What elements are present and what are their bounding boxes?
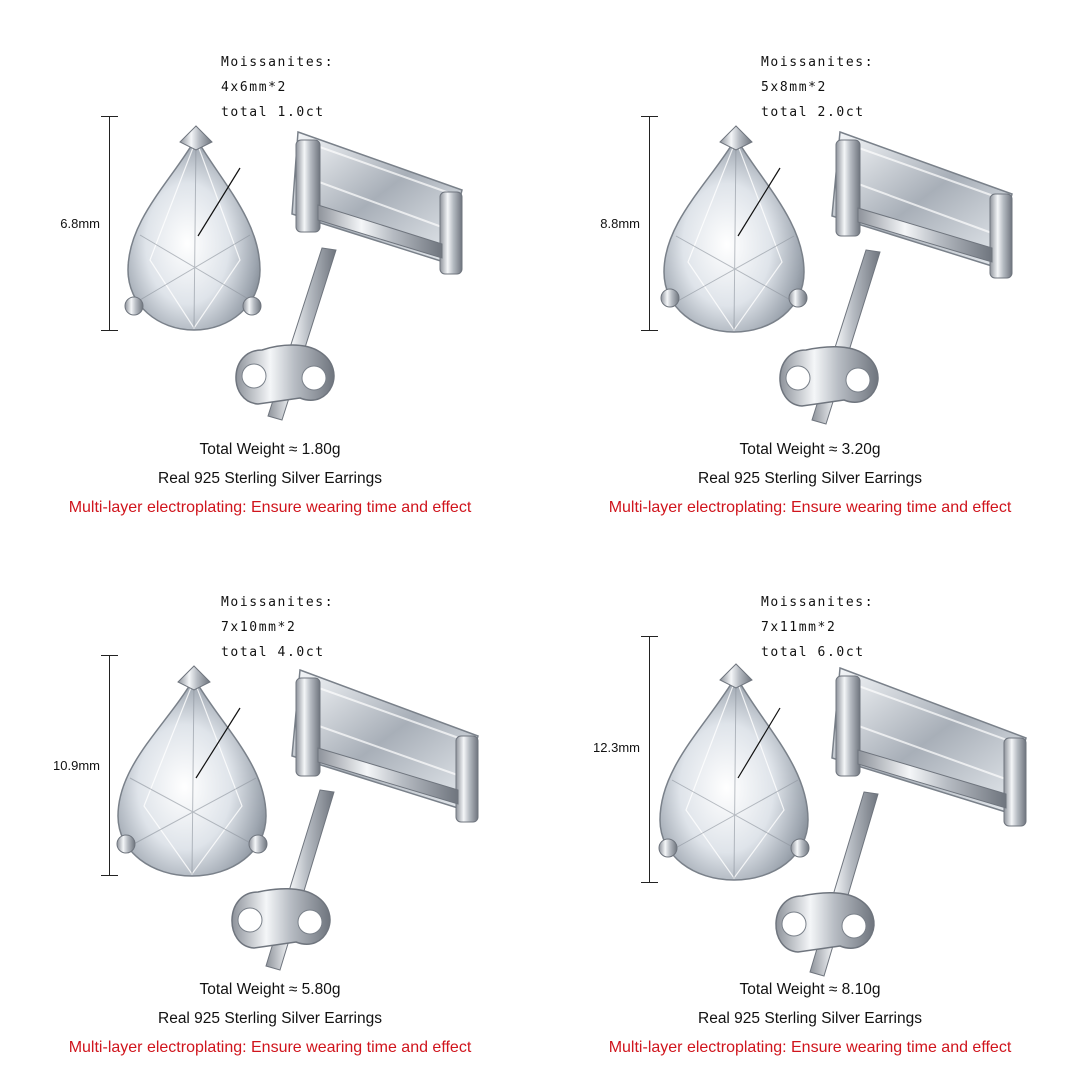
pear-diamond-icon bbox=[116, 665, 268, 877]
product-panel-4: Moissanites: 7x11mm*2 total 6.0ct 12.3mm bbox=[540, 540, 1080, 1080]
spec-total: total 4.0ct bbox=[221, 645, 325, 660]
material-text: Real 925 Sterling Silver Earrings bbox=[158, 1010, 382, 1027]
spec-size: 5x8mm*2 bbox=[761, 80, 827, 95]
stone-spec: Moissanites: 4x6mm*2 total 1.0ct bbox=[221, 50, 334, 125]
dimension-line bbox=[649, 116, 650, 330]
dimension-line bbox=[109, 116, 110, 330]
pear-diamond-icon bbox=[658, 663, 810, 881]
stone-spec: Moissanites: 7x10mm*2 total 4.0ct bbox=[221, 590, 334, 665]
stud-earring-icon bbox=[775, 666, 1027, 977]
total-weight: Total Weight ≈ 5.80g bbox=[199, 981, 341, 998]
earring-illustration bbox=[658, 663, 1027, 977]
product-panel-2: Moissanites: 5x8mm*2 total 2.0ct 8.8mm bbox=[540, 0, 1080, 540]
plating-note: Multi-layer electroplating: Ensure weari… bbox=[68, 499, 472, 516]
dimension-label: 6.8mm bbox=[60, 216, 100, 231]
callout-line bbox=[737, 707, 781, 779]
spec-title: Moissanites: bbox=[761, 55, 875, 70]
dimension-line bbox=[109, 655, 110, 875]
dimension-label: 12.3mm bbox=[593, 740, 640, 755]
total-weight: Total Weight ≈ 8.10g bbox=[739, 981, 881, 998]
spec-title: Moissanites: bbox=[221, 55, 335, 70]
plating-note: Multi-layer electroplating: Ensure weari… bbox=[608, 1039, 1012, 1056]
pear-diamond-icon bbox=[124, 125, 262, 331]
plating-note: Multi-layer electroplating: Ensure weari… bbox=[68, 1039, 472, 1056]
spec-size: 7x10mm*2 bbox=[221, 620, 297, 635]
product-panel-3: Moissanites: 7x10mm*2 total 4.0ct 10.9mm bbox=[0, 540, 540, 1080]
spec-title: Moissanites: bbox=[761, 595, 875, 610]
dimension-cap-bottom bbox=[641, 882, 658, 883]
stone-spec: Moissanites: 7x11mm*2 total 6.0ct bbox=[761, 590, 874, 665]
plating-note: Multi-layer electroplating: Ensure weari… bbox=[608, 499, 1012, 516]
dimension-line bbox=[649, 636, 650, 882]
dimension-cap-bottom bbox=[101, 875, 118, 876]
dimension-label: 10.9mm bbox=[53, 758, 100, 773]
spec-title: Moissanites: bbox=[221, 595, 335, 610]
dimension-cap-bottom bbox=[101, 330, 118, 331]
callout-line bbox=[197, 167, 241, 237]
material-text: Real 925 Sterling Silver Earrings bbox=[698, 1010, 922, 1027]
spec-total: total 1.0ct bbox=[221, 105, 325, 120]
material-text: Real 925 Sterling Silver Earrings bbox=[698, 470, 922, 487]
earring-illustration bbox=[124, 125, 463, 421]
dimension-cap-bottom bbox=[641, 330, 658, 331]
dimension-label: 8.8mm bbox=[600, 216, 640, 231]
pear-diamond-icon bbox=[660, 125, 808, 333]
total-weight: Total Weight ≈ 3.20g bbox=[739, 441, 881, 458]
stud-earring-icon bbox=[231, 668, 479, 971]
spec-total: total 2.0ct bbox=[761, 105, 865, 120]
spec-total: total 6.0ct bbox=[761, 645, 865, 660]
earring-illustration bbox=[116, 665, 479, 971]
stud-earring-icon bbox=[779, 130, 1013, 425]
material-text: Real 925 Sterling Silver Earrings bbox=[158, 470, 382, 487]
earring-illustration bbox=[660, 125, 1013, 425]
total-weight: Total Weight ≈ 1.80g bbox=[199, 441, 341, 458]
product-panel-1: Moissanites: 4x6mm*2 total 1.0ct 6.8mm bbox=[0, 0, 540, 540]
spec-size: 4x6mm*2 bbox=[221, 80, 287, 95]
spec-size: 7x11mm*2 bbox=[761, 620, 837, 635]
callout-line bbox=[737, 167, 781, 237]
callout-line bbox=[195, 707, 241, 779]
stud-earring-icon bbox=[235, 130, 463, 421]
stone-spec: Moissanites: 5x8mm*2 total 2.0ct bbox=[761, 50, 874, 125]
